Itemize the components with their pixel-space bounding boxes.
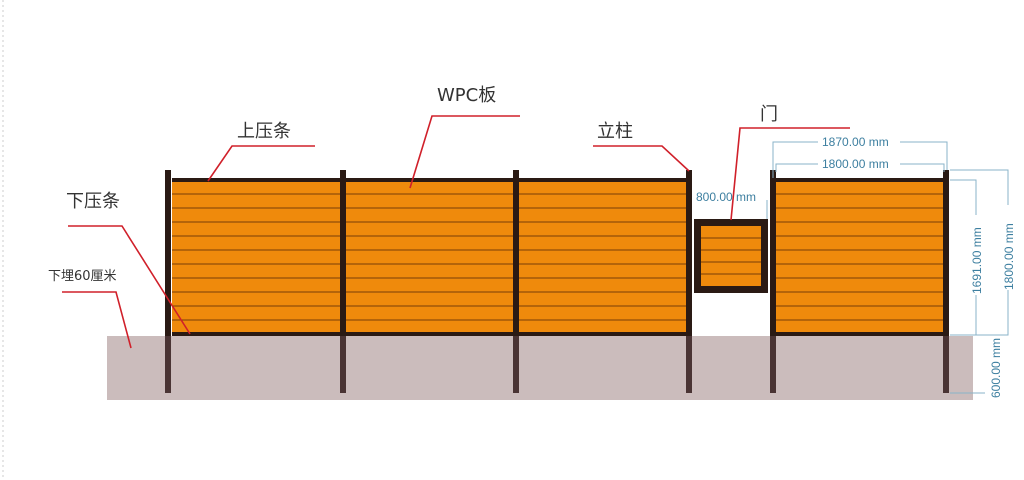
dim-total-height: 1800.00 mm <box>1002 223 1016 290</box>
post <box>686 170 692 336</box>
top-rail <box>172 178 340 182</box>
ground <box>107 336 973 400</box>
leader-gate <box>730 127 850 221</box>
label-post: 立柱 <box>597 121 633 142</box>
post <box>770 170 776 336</box>
label-gate: 门 <box>760 104 778 125</box>
bottom-rail <box>346 332 513 336</box>
post <box>340 170 346 336</box>
post-buried <box>686 336 692 393</box>
wpc-panel <box>346 180 513 335</box>
dim-panel-height: 1691.00 mm <box>970 227 984 294</box>
top-rail <box>519 178 686 182</box>
dim-line <box>775 163 818 172</box>
gate-panel <box>701 226 761 286</box>
post-buried <box>165 336 171 393</box>
post-buried <box>340 336 346 393</box>
label-top-rail: 上压条 <box>237 121 291 142</box>
leader-buried <box>62 291 132 349</box>
bottom-rail <box>172 332 340 336</box>
post-buried <box>943 336 949 393</box>
dim-line <box>900 163 945 172</box>
dim-line <box>772 141 818 178</box>
bottom-rail <box>519 332 686 336</box>
top-rail <box>776 178 943 182</box>
dim-line <box>900 141 948 170</box>
leader-bottom-rail <box>68 225 191 335</box>
label-wpc-board: WPC板 <box>437 85 496 106</box>
wpc-panel <box>776 180 943 335</box>
wpc-panel <box>519 180 686 335</box>
bottom-rail <box>776 332 943 336</box>
dim-gate-width: 800.00 mm <box>696 190 756 204</box>
post-buried <box>513 336 519 393</box>
dim-line <box>950 290 1009 336</box>
top-rail <box>346 178 513 182</box>
dim-buried-depth: 600.00 mm <box>989 338 1003 398</box>
dim-post-spacing: 1870.00 mm <box>822 135 889 149</box>
label-buried: 下埋60厘米 <box>48 269 117 284</box>
dim-line <box>950 169 1009 205</box>
dim-panel-width: 1800.00 mm <box>822 157 889 171</box>
post-buried <box>770 336 776 393</box>
post <box>943 170 949 336</box>
wpc-panel <box>172 180 340 335</box>
leader-post <box>593 145 690 172</box>
post <box>513 170 519 336</box>
label-bottom-rail: 下压条 <box>66 191 120 212</box>
leader-top-rail <box>207 145 315 182</box>
dim-line <box>950 179 977 215</box>
fence <box>165 170 949 393</box>
post <box>165 170 171 336</box>
leader-wpc-board <box>409 115 520 189</box>
